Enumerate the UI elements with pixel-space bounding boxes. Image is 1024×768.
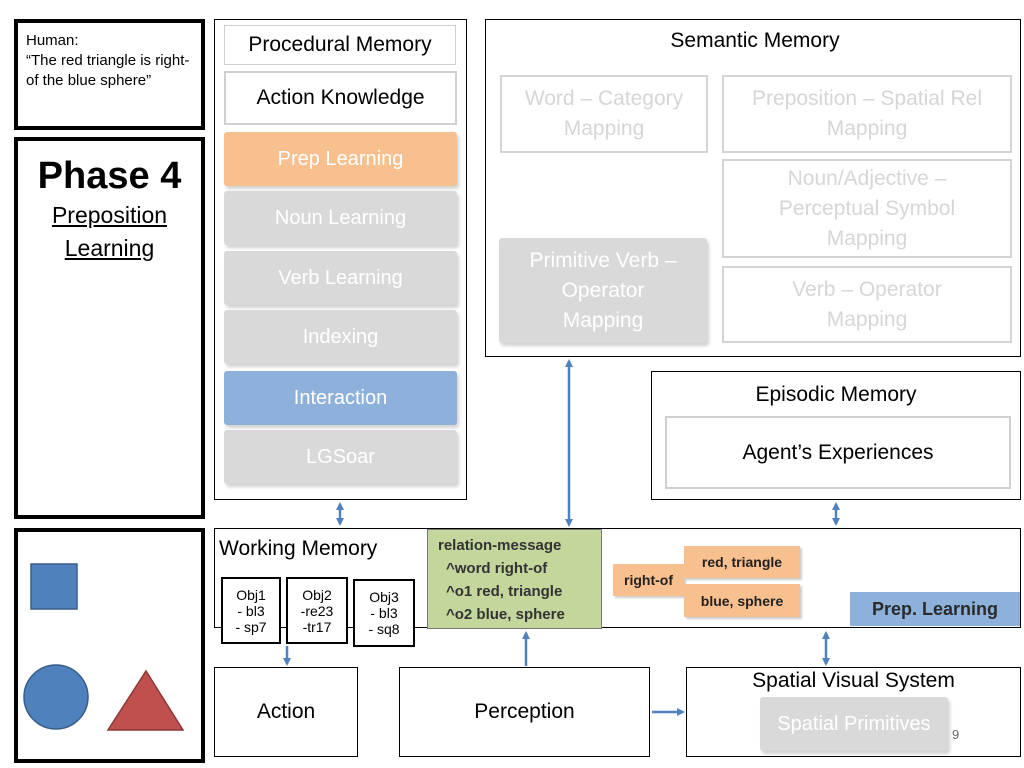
- relation-tag: right-of: [613, 564, 684, 596]
- human-label: Human:: [26, 32, 79, 49]
- relation-message-line3: ^o1 red, triangle: [446, 583, 563, 600]
- agent-experiences-box: Agent’s Experiences: [665, 416, 1011, 489]
- obj2-attr-b: -tr17: [302, 618, 332, 635]
- obj2-attr-a: -re23: [300, 602, 334, 619]
- noun-learning-button[interactable]: Noun Learning: [224, 191, 457, 245]
- semantic-memory-title: Semantic Memory: [670, 29, 840, 52]
- primitive-verb-line3: Mapping: [562, 308, 644, 332]
- episodic-memory-panel: [651, 371, 1021, 500]
- noun-adjective-line3: Mapping: [826, 226, 908, 250]
- episodic-memory-title: Episodic Memory: [755, 383, 917, 406]
- object-tag-blue-sphere: blue, sphere: [684, 584, 800, 617]
- noun-adjective-line2: Perceptual Symbol: [778, 196, 956, 220]
- scene-box: [14, 528, 205, 763]
- spatial-primitives-box: Spatial Primitives: [760, 697, 948, 751]
- primitive-verb-line1: Primitive Verb –: [529, 248, 677, 272]
- working-memory-title: Working Memory: [219, 537, 378, 560]
- prep-learning-tag: Prep. Learning: [850, 592, 1020, 626]
- obj3-name: Obj3: [369, 589, 399, 605]
- semantic-memory-panel: [485, 19, 1021, 357]
- phase-subtitle-line2: Learning: [64, 235, 155, 261]
- verb-operator-line1: Verb – Operator: [792, 277, 942, 301]
- phase-title: Phase 4: [37, 155, 182, 197]
- word-category-line1: Word – Category: [524, 87, 684, 110]
- preposition-spatial-line2: Mapping: [826, 117, 908, 140]
- phase-subtitle-line1: Preposition: [51, 202, 168, 228]
- word-category-line2: Mapping: [563, 117, 645, 140]
- obj1-box: Obj1 - bl3 - sp7: [221, 577, 281, 644]
- obj2-box: Obj2 -re23 -tr17: [286, 577, 348, 644]
- verb-learning-button[interactable]: Verb Learning: [224, 251, 457, 305]
- preposition-spatial-line1: Preposition – Spatial Rel: [752, 87, 982, 110]
- relation-message-box: relation-message ^word right-of ^o1 red,…: [427, 529, 602, 629]
- obj1-name: Obj1: [236, 586, 266, 603]
- working-memory-panel: [214, 528, 1021, 628]
- prep-learning-button[interactable]: Prep Learning: [224, 132, 457, 186]
- verb-operator-line2: Mapping: [826, 307, 908, 331]
- obj3-box: Obj3 - bl3 - sq8: [353, 579, 415, 647]
- relation-message-line1: relation-message: [438, 537, 562, 554]
- noun-adjective-line1: Noun/Adjective –: [787, 166, 947, 190]
- obj3-attr-b: - sq8: [368, 621, 400, 637]
- blue-square-shape: [30, 563, 78, 610]
- blue-circle-shape: [23, 664, 89, 730]
- obj1-attr-b: - sp7: [235, 618, 267, 635]
- action-knowledge-box: Action Knowledge: [224, 71, 457, 125]
- red-triangle-shape: [106, 669, 185, 731]
- word-category-mapping-box: Word – Category Mapping: [500, 75, 708, 153]
- relation-message-line2: ^word right-of: [446, 560, 548, 577]
- indexing-button[interactable]: Indexing: [224, 310, 457, 364]
- primitive-verb-mapping-box: Primitive Verb – Operator Mapping: [499, 238, 707, 343]
- object-tag-red-triangle: red, triangle: [684, 546, 800, 578]
- obj2-name: Obj2: [302, 586, 332, 603]
- preposition-spatial-mapping-box: Preposition – Spatial Rel Mapping: [722, 75, 1012, 153]
- procedural-memory-title: Procedural Memory: [224, 25, 456, 65]
- spatial-visual-system-panel: [686, 667, 1021, 757]
- procedural-memory-panel: [214, 19, 467, 500]
- obj3-attr-a: - bl3: [370, 605, 398, 621]
- perception-box: Perception: [399, 667, 650, 757]
- verb-operator-mapping-box: Verb – Operator Mapping: [722, 266, 1012, 343]
- obj1-attr-a: - bl3: [237, 602, 265, 619]
- human-quote: “The red triangle is right-of the blue s…: [26, 52, 190, 89]
- noun-adjective-mapping-box: Noun/Adjective – Perceptual Symbol Mappi…: [722, 159, 1012, 258]
- human-box: Human: “The red triangle is right-of the…: [14, 19, 205, 130]
- action-box: Action: [214, 667, 358, 757]
- primitive-verb-line2: Operator: [561, 278, 645, 302]
- phase-box: Phase 4 Preposition Learning: [14, 137, 205, 519]
- lgsoar-button[interactable]: LGSoar: [224, 430, 457, 484]
- page-number: 9: [952, 727, 960, 742]
- relation-message-line4: ^o2 blue, sphere: [446, 606, 565, 623]
- spatial-visual-system-title: Spatial Visual System: [752, 669, 955, 692]
- interaction-button[interactable]: Interaction: [224, 371, 457, 425]
